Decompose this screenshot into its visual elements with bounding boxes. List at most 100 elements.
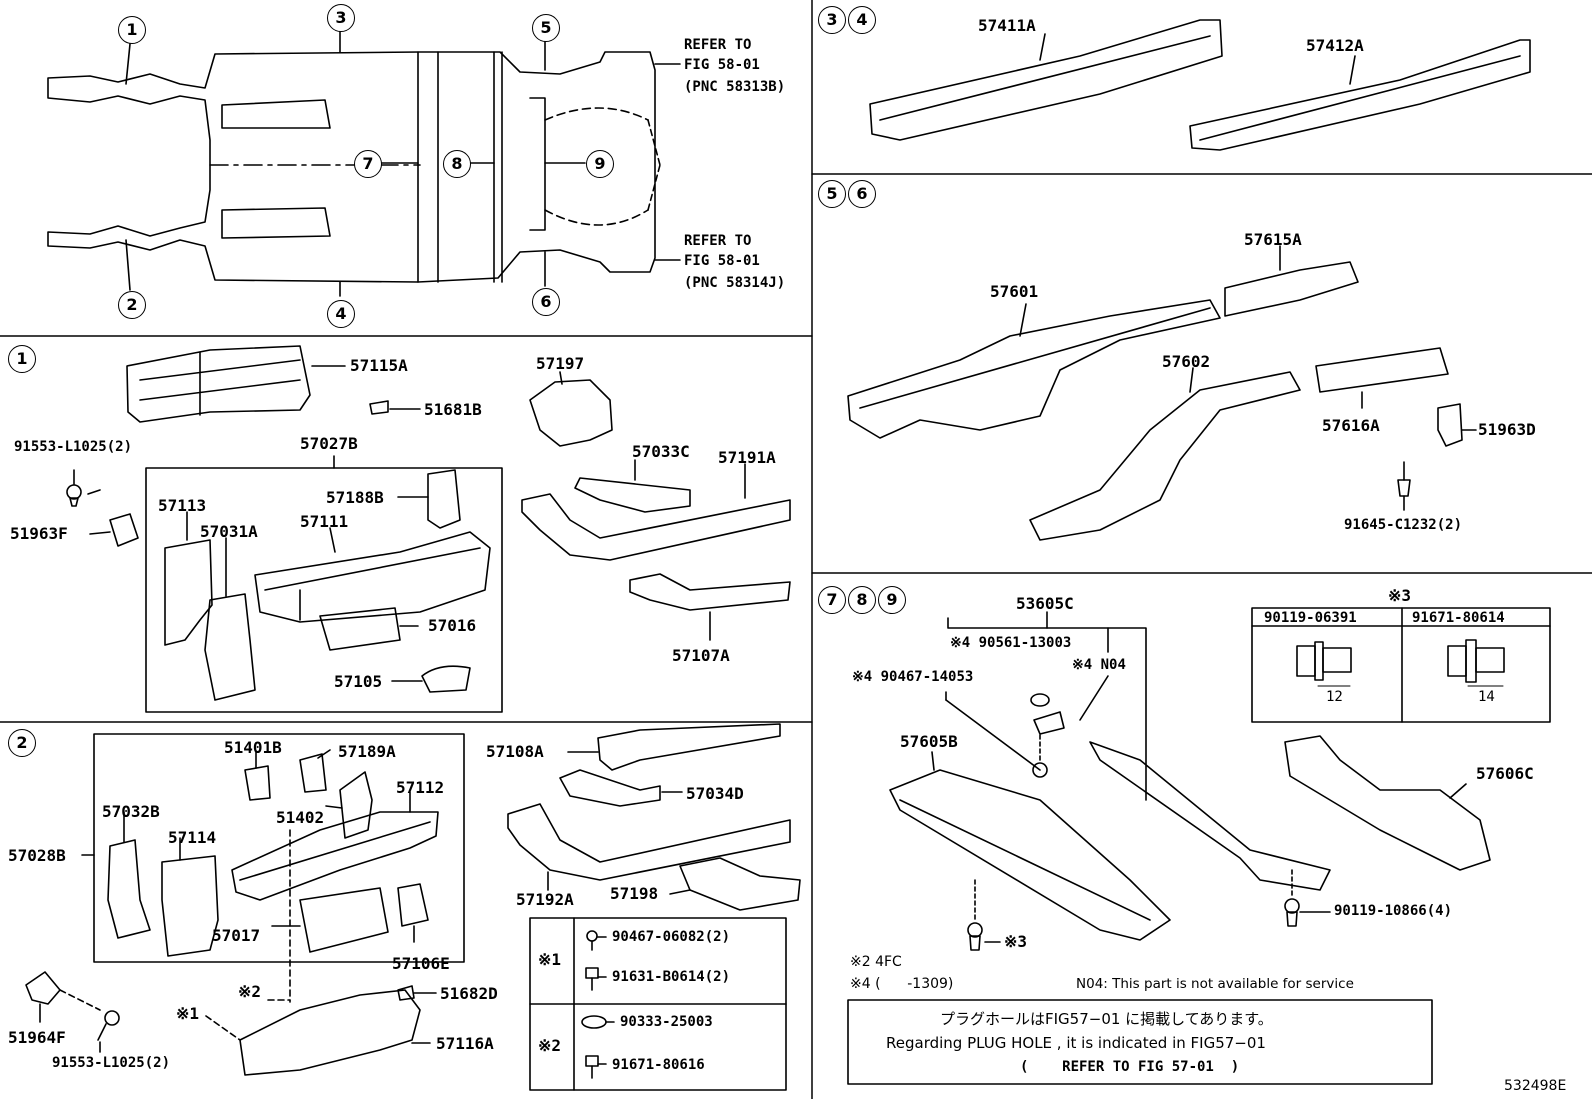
part-57116A: 57116A [436, 1034, 494, 1053]
section-marker-2: 2 [8, 729, 36, 757]
part-57412A: 57412A [1306, 36, 1364, 55]
callout-3: 3 [327, 4, 355, 32]
section789-drawings [847, 607, 1551, 1085]
legend-part-91671-80616: 91671-80616 [612, 1057, 705, 1073]
plug-hole-jp: プラグホールはFIG57−01 に掲載してあります。 [940, 1010, 1273, 1028]
section34-drawings [869, 19, 1531, 151]
part-57108A: 57108A [486, 742, 544, 761]
legend-part-90333-25003: 90333-25003 [620, 1014, 713, 1030]
callout-4: 4 [327, 300, 355, 328]
callout-5: 5 [532, 14, 560, 42]
callout-2: 2 [118, 291, 146, 319]
callout-6: 6 [532, 288, 560, 316]
section-8-circle: 8 [848, 586, 876, 614]
legend-part-91631-B0614: 91631-B0614(2) [612, 969, 731, 985]
part-57188B: 57188B [326, 488, 384, 507]
part-57113: 57113 [158, 496, 207, 515]
part-N04: ※4 N04 [1072, 657, 1126, 673]
legend-part-90467-06082: 90467-06082(2) [612, 929, 731, 945]
part-57601: 57601 [990, 282, 1039, 301]
part-51402: 51402 [276, 808, 325, 827]
part-57615A: 57615A [1244, 230, 1302, 249]
bolt-dim-12: 12 [1326, 689, 1343, 705]
part-57032B: 57032B [102, 802, 160, 821]
part-90467-14053: ※4 90467-14053 [852, 669, 974, 685]
section-3-circle: 3 [818, 6, 846, 34]
part-57605B: 57605B [900, 732, 958, 751]
part-51401B: 51401B [224, 738, 282, 757]
callout-8: 8 [443, 150, 471, 178]
part-57189A: 57189A [338, 742, 396, 761]
part-91645-C1232: 91645-C1232(2) [1344, 517, 1463, 533]
part-51963F: 51963F [10, 524, 68, 543]
part-57031A: 57031A [200, 522, 258, 541]
section-marker-5-6: 5 6 [818, 180, 876, 208]
ref-x2: ※2 [238, 982, 262, 1001]
part-57606C: 57606C [1476, 764, 1534, 783]
overview-frame-drawing [47, 27, 681, 297]
callout-7: 7 [354, 150, 382, 178]
legend-key-2: ※2 [538, 1036, 562, 1055]
part-57033C: 57033C [632, 442, 690, 461]
refer-upper-line-2: FIG 58-01 [684, 57, 760, 73]
part-57016: 57016 [428, 616, 477, 635]
callout-1: 1 [118, 16, 146, 44]
ref-x1: ※1 [176, 1004, 200, 1023]
part-57616A: 57616A [1322, 416, 1380, 435]
bolt-dim-14: 14 [1478, 689, 1495, 705]
part-57114: 57114 [168, 828, 217, 847]
ref-x3-bolt: ※3 [1004, 932, 1028, 951]
section-9-circle: 9 [878, 586, 906, 614]
part-90119-10866: 90119-10866(4) [1334, 903, 1453, 919]
part-57112: 57112 [396, 778, 445, 797]
part-51964F: 51964F [8, 1028, 66, 1047]
note-x4-range: ※4 ( -1309) [850, 976, 954, 992]
refer-upper-line-1: REFER TO [684, 37, 752, 53]
part-57106E: 57106E [392, 954, 450, 973]
callout-9: 9 [586, 150, 614, 178]
refer-lower-line-2: FIG 58-01 [684, 253, 760, 269]
part-57192A: 57192A [516, 890, 574, 909]
part-91553-L1025-lower: 91553-L1025(2) [52, 1055, 171, 1071]
section2-drawings [25, 723, 801, 1091]
part-51963D: 51963D [1478, 420, 1536, 439]
legend-key-1: ※1 [538, 950, 562, 969]
part-57027B: 57027B [300, 434, 358, 453]
section-marker-1: 1 [8, 345, 36, 373]
section-7-circle: 7 [818, 586, 846, 614]
part-57191A: 57191A [718, 448, 776, 467]
refer-lower-line-1: REFER TO [684, 233, 752, 249]
refer-upper-line-3: (PNC 58313B) [684, 79, 786, 95]
note-n04: N04: This part is not available for serv… [1076, 976, 1354, 992]
note-x2-4fc: ※2 4FC [850, 954, 902, 970]
plug-hole-ref: ( REFER TO FIG 57-01 ) [1020, 1059, 1240, 1075]
part-57111: 57111 [300, 512, 349, 531]
part-57198: 57198 [610, 884, 659, 903]
section-4-circle: 4 [848, 6, 876, 34]
part-90561-13003: ※4 90561-13003 [950, 635, 1072, 651]
part-57107A: 57107A [672, 646, 730, 665]
section1-drawings [66, 345, 791, 713]
part-57105: 57105 [334, 672, 383, 691]
section-6-circle: 6 [848, 180, 876, 208]
section56-drawings [847, 245, 1477, 541]
part-57017: 57017 [212, 926, 261, 945]
part-57602: 57602 [1162, 352, 1211, 371]
section-marker-3-4: 3 4 [818, 6, 876, 34]
part-57115A: 57115A [350, 356, 408, 375]
section-1-circle: 1 [8, 345, 36, 373]
part-91553-L1025-upper: 91553-L1025(2) [14, 439, 133, 455]
figure-id: 532498E [1504, 1078, 1567, 1094]
plug-hole-en: Regarding PLUG HOLE , it is indicated in… [886, 1034, 1266, 1052]
part-57034D: 57034D [686, 784, 744, 803]
refer-lower-line-3: (PNC 58314J) [684, 275, 786, 291]
part-51681B: 51681B [424, 400, 482, 419]
bolt-table-col-91671-80614: 91671-80614 [1412, 610, 1505, 626]
part-57411A: 57411A [978, 16, 1036, 35]
bolt-table-ref: ※3 [1388, 586, 1412, 605]
section-5-circle: 5 [818, 180, 846, 208]
section-marker-7-8-9: 7 8 9 [818, 586, 906, 614]
